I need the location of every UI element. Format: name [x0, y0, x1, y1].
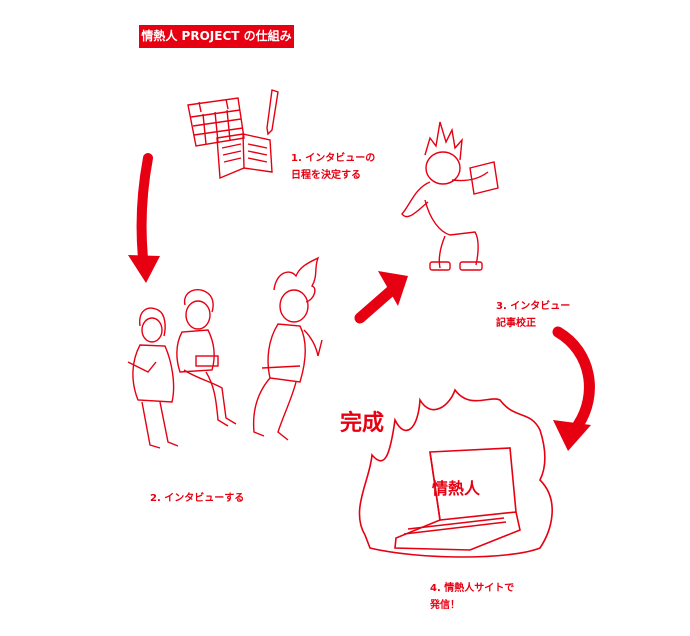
step-3-line2: 記事校正 [496, 318, 536, 329]
arrow-curve-right [552, 326, 595, 451]
arrow-down-left [128, 153, 160, 283]
writer-figure [401, 121, 499, 271]
complete-label: 完成 [340, 411, 385, 436]
step-3-label: 3. インタビュー 記事校正 [496, 298, 570, 332]
step-2-label: 2. インタビューする [150, 490, 244, 507]
step-1-line2: 日程を決定する [291, 170, 361, 181]
step-1-label: 1. インタビューの 日程を決定する [291, 150, 375, 184]
young-man-figure [176, 288, 237, 427]
arrow-up-right [354, 271, 408, 324]
diagram-title: 情熱人 PROJECT の仕組み [139, 25, 294, 48]
woman-figure [127, 307, 179, 449]
laptop-logo-text: 情熱人 [432, 479, 481, 498]
flames-laptop-icon [358, 388, 553, 558]
step-2-line1: 2. インタビューする [150, 493, 245, 504]
step-3-line1: 3. インタビュー [496, 301, 571, 312]
step-4-label: 4. 情熱人サイトで 発信！ [430, 580, 514, 614]
step-4-line1: 4. 情熱人サイトで [430, 583, 515, 594]
calendar-notebook-icon [187, 89, 279, 180]
step-1-line1: 1. インタビューの [291, 153, 376, 164]
step-4-line2: 発信！ [430, 600, 460, 611]
flame-hair-man-figure [252, 256, 323, 441]
